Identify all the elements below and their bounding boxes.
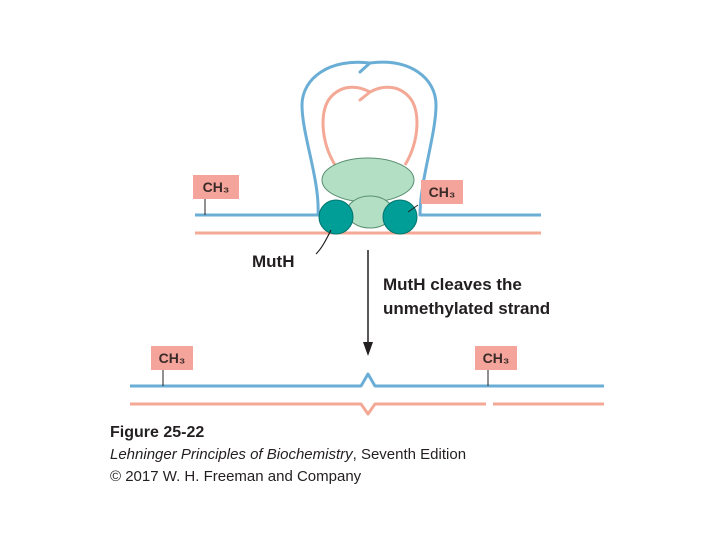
step-label-line2: unmethylated strand [383,299,551,318]
book-title: Lehninger Principles of Biochemistry [110,446,353,463]
copyright: © 2017 W. H. Freeman and Company [110,468,362,485]
methylated-strand-top [195,60,541,217]
unmethylated-strand-loop [321,85,419,166]
book-line: Lehninger Principles of Biochemistry, Se… [110,446,466,463]
muth-protein-right [382,199,418,235]
unmethylated-strand-bottom-left [130,402,486,416]
methyl-label: CH₃ [421,180,463,204]
muth-label: MutH [252,252,295,271]
book-edition: , Seventh Edition [352,446,467,463]
muth-leader-line [315,229,332,255]
methyl-label: CH₃ [475,346,517,370]
methyl-tick [407,204,419,213]
figure-number: Figure 25-22 [110,424,205,441]
arrow-head [363,342,373,356]
muth-protein-left [318,199,354,235]
methyl-label: CH₃ [193,175,239,199]
muts-protein [321,157,415,203]
step-label-line1: MutH cleaves the [383,275,522,294]
methyl-label: CH₃ [151,346,193,370]
methylated-strand-bottom [130,372,604,388]
